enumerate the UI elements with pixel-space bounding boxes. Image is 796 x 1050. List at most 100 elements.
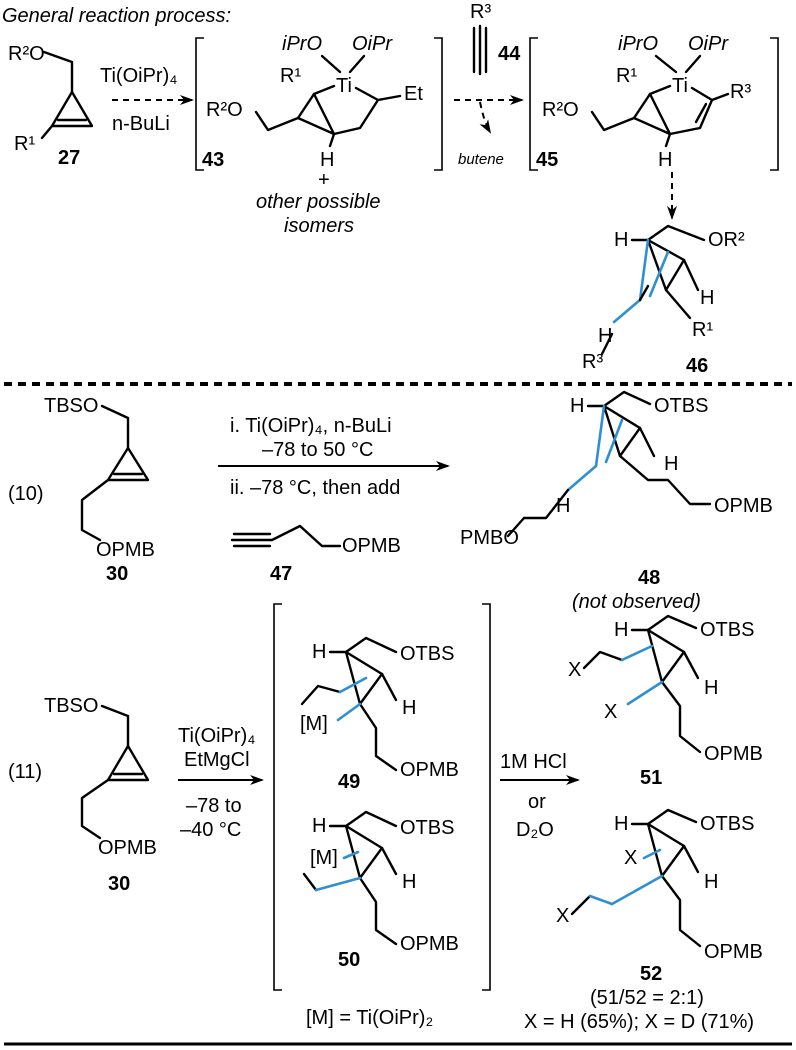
x-label-52a: X: [624, 847, 637, 869]
structure-27: R²O R¹ 27: [8, 43, 94, 169]
structure-30-eq11: TBSO OPMB 30: [44, 695, 157, 895]
et-label-43: Et: [404, 83, 423, 105]
otbs-label-50: OTBS: [400, 817, 454, 839]
h-label-43: H: [320, 149, 334, 171]
other-isomers-line1: other possible: [256, 191, 381, 213]
structure-50: H OTBS H OPMB [M] 50: [302, 810, 459, 971]
structure-44: R³ 44: [470, 1, 521, 76]
eq11-temp2: –40 °C: [180, 819, 241, 841]
tbso-label-30: TBSO: [44, 395, 98, 417]
compound-50-label: 50: [338, 949, 360, 971]
structure-52: H OTBS H OPMB X X 52: [556, 808, 763, 985]
r1-label-46: R¹: [692, 319, 713, 341]
otbs-label-52: OTBS: [700, 813, 754, 835]
eq10-line1: i. Ti(OiPr)₄, n-BuLi: [230, 415, 392, 437]
compound-44-label: 44: [498, 43, 521, 65]
ipro-label-45: iPrO: [618, 33, 658, 55]
otbs-label-48: OTBS: [654, 395, 708, 417]
or2-label-46: OR²: [708, 229, 745, 251]
eq10-line3: ii. –78 °C, then add: [230, 477, 400, 499]
otbs-label-49: OTBS: [400, 643, 454, 665]
eq10-number: (10): [8, 483, 44, 505]
r2o-label-43: R²O: [206, 99, 243, 121]
ratio-note: (51/52 = 2:1): [590, 987, 704, 1009]
r1-label-45: R¹: [616, 65, 637, 87]
step1-reagent: Ti(OiPr)₄: [100, 65, 177, 87]
structure-48: H OTBS H OPMB H PMBO 48 (not observed): [460, 390, 773, 613]
eq11-reagent1: Ti(OiPr)₄: [178, 725, 255, 747]
step1-base: n-BuLi: [112, 113, 170, 135]
h-label-46a: H: [614, 229, 628, 251]
oipr-label-45: OiPr: [688, 33, 729, 55]
compound-51-label: 51: [640, 767, 662, 789]
h-label-45: H: [658, 149, 672, 171]
pmbo-label-48: PMBO: [460, 527, 519, 549]
h-label-49b: H: [402, 697, 416, 719]
opmb-label-49: OPMB: [400, 759, 459, 781]
h-label-51a: H: [614, 619, 628, 641]
tbso-label-30b: TBSO: [44, 695, 98, 717]
eq10-line2: –78 to 50 °C: [262, 439, 373, 461]
scheme-title: General reaction process:: [2, 5, 231, 27]
x-label-51b: X: [604, 701, 617, 723]
opmb-label-51: OPMB: [704, 743, 763, 765]
compound-30b-label: 30: [108, 873, 130, 895]
yields-note: X = H (65%); X = D (71%): [524, 1011, 754, 1033]
eq11-temp1: –78 to: [186, 795, 242, 817]
butene-label: butene: [458, 151, 504, 168]
compound-52-label: 52: [640, 963, 662, 985]
quench-or: or: [528, 791, 546, 813]
m-definition: [M] = Ti(OiPr)₂: [306, 1007, 433, 1029]
compound-49-label: 49: [338, 771, 360, 793]
arrow-step2: butene: [454, 95, 524, 168]
opmb-label-47: OPMB: [342, 535, 401, 557]
h-label-46b: H: [700, 287, 714, 309]
other-isomers-line2: isomers: [284, 215, 354, 237]
ti-label-43: Ti: [336, 75, 352, 97]
structure-47: OPMB 47: [230, 524, 401, 585]
m-label-49: [M]: [300, 713, 328, 735]
h-label-50a: H: [312, 815, 326, 837]
opmb-label-50: OPMB: [400, 933, 459, 955]
compound-27-label: 27: [58, 147, 80, 169]
h-label-48b: H: [664, 453, 678, 475]
compound-47-label: 47: [270, 563, 292, 585]
r2o-label-45: R²O: [542, 99, 579, 121]
oipr-label: OiPr: [352, 33, 393, 55]
m-label-50: [M]: [310, 847, 338, 869]
structure-45: iPrO OiPr R¹ Ti R³ R²O H 45: [536, 33, 751, 171]
arrow-eq11: Ti(OiPr)₄ EtMgCl –78 to –40 °C: [178, 725, 264, 841]
arrow-eq10: i. Ti(OiPr)₄, n-BuLi –78 to 50 °C ii. –7…: [218, 415, 450, 499]
x-label-52b: X: [556, 905, 569, 927]
opmb-label-48: OPMB: [714, 495, 773, 517]
ti-label-45: Ti: [672, 75, 688, 97]
compound-30-label: 30: [106, 563, 128, 585]
r1-label-43: R¹: [280, 65, 301, 87]
h-label-48a: H: [570, 395, 584, 417]
r3-label-45: R³: [730, 81, 751, 103]
eq11-reagent2: EtMgCl: [184, 749, 250, 771]
h-label-48c: H: [556, 495, 570, 517]
not-observed-note: (not observed): [572, 591, 701, 613]
structure-51: H OTBS H OPMB X X 51: [568, 614, 763, 789]
h-label-51b: H: [704, 677, 718, 699]
arrow-quench: 1M HCl or D₂O: [500, 751, 580, 841]
h-label-52a: H: [614, 813, 628, 835]
r2o-label: R²O: [8, 43, 45, 65]
structure-30-eq10: TBSO OPMB 30: [44, 395, 155, 585]
compound-43-label: 43: [202, 149, 224, 171]
opmb-label-30: OPMB: [96, 539, 155, 561]
structure-49: H OTBS H OPMB [M] 49: [300, 636, 459, 793]
ipro-label: iPrO: [282, 33, 322, 55]
compound-46-label: 46: [686, 355, 708, 377]
quench-hcl: 1M HCl: [500, 751, 567, 773]
opmb-label-52: OPMB: [704, 941, 763, 963]
structure-43: iPrO OiPr R¹ Ti Et R²O H 43: [202, 33, 423, 171]
quench-d2o: D₂O: [516, 819, 554, 841]
h-label-52b: H: [704, 871, 718, 893]
structure-46: H OR² H R¹ H R³ 46: [582, 224, 745, 377]
compound-48-label: 48: [638, 567, 660, 589]
h-label-49a: H: [312, 641, 326, 663]
opmb-label-30b: OPMB: [98, 837, 157, 859]
